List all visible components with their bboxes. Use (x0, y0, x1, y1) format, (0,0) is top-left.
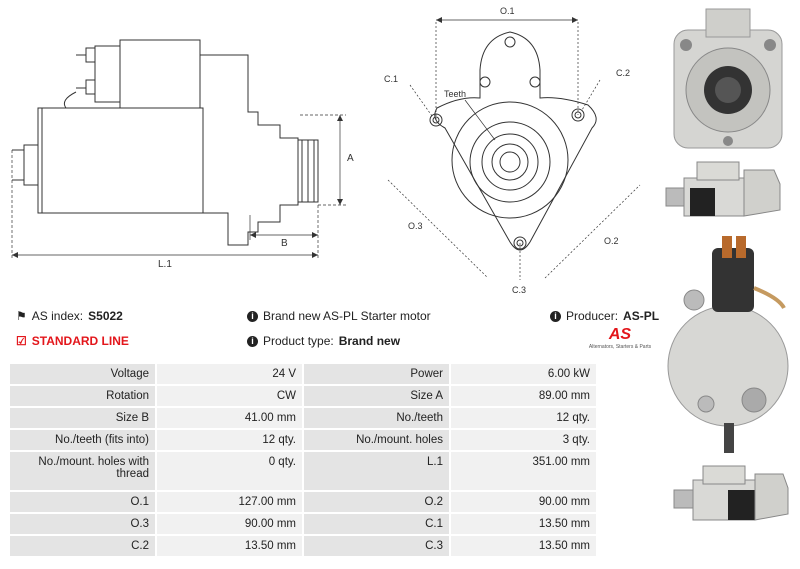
spec-table-body: Voltage 24 V Power 6.00 kW Rotation CW S… (10, 364, 596, 556)
spec-value: 89.00 mm (451, 386, 596, 406)
spec-value: 12 qty. (157, 430, 302, 450)
spec-key: L.1 (304, 452, 449, 490)
spec-key: C.1 (304, 514, 449, 534)
side-view-drawing: A B L.1 (11, 39, 354, 270)
product-type-value: Brand new (338, 334, 401, 348)
description: i Brand new AS-PL Starter motor (247, 309, 431, 323)
as-index: ⚑ AS index: S5022 (16, 309, 123, 323)
spec-key: Voltage (10, 364, 155, 384)
producer: i Producer: AS-PL (550, 309, 659, 323)
spec-value: CW (157, 386, 302, 406)
spec-value: 3 qty. (451, 430, 596, 450)
label-o2: O.2 (604, 236, 619, 246)
label-teeth: Teeth (444, 89, 466, 99)
spec-value: 13.50 mm (451, 514, 596, 534)
spec-value: 90.00 mm (451, 492, 596, 512)
product-photo-side-top (665, 161, 781, 217)
label-c2: C.2 (616, 68, 630, 78)
label-b: B (281, 238, 288, 249)
spec-table: Voltage 24 V Power 6.00 kW Rotation CW S… (8, 362, 598, 558)
spec-key: Power (304, 364, 449, 384)
producer-value: AS-PL (623, 309, 660, 323)
tag-icon: ⚑ (16, 309, 27, 323)
spec-key: No./teeth (304, 408, 449, 428)
as-index-label: AS index: (31, 309, 84, 323)
description-text: Brand new AS-PL Starter motor (263, 309, 431, 323)
as-index-value: S5022 (88, 309, 123, 323)
spec-value: 13.50 mm (157, 536, 302, 556)
front-view-drawing: O.1 C.1 C.2 Teeth O.3 O.2 C.3 (384, 6, 641, 295)
logo-tagline: Alternators, Starters & Parts (588, 344, 652, 350)
spec-key: Size A (304, 386, 449, 406)
spec-table-wrap: Voltage 24 V Power 6.00 kW Rotation CW S… (8, 362, 598, 558)
spec-key: Rotation (10, 386, 155, 406)
spec-key: O.1 (10, 492, 155, 512)
check-square-icon: ☑ (16, 334, 27, 348)
table-row: No./mount. holes with thread 0 qty. L.1 … (10, 452, 596, 490)
label-l1: L.1 (158, 259, 172, 270)
producer-label: Producer: (566, 309, 619, 323)
spec-value: 41.00 mm (157, 408, 302, 428)
spec-value: 24 V (157, 364, 302, 384)
table-row: No./teeth (fits into) 12 qty. No./mount.… (10, 430, 596, 450)
spec-value: 13.50 mm (451, 536, 596, 556)
label-o3: O.3 (408, 221, 423, 231)
spec-key: Size B (10, 408, 155, 428)
info-icon: i (247, 310, 258, 322)
producer-logo: AS Alternators, Starters & Parts (588, 326, 652, 350)
info-icon: i (550, 310, 561, 322)
spec-key: C.3 (304, 536, 449, 556)
spec-key: O.3 (10, 514, 155, 534)
table-row: Voltage 24 V Power 6.00 kW (10, 364, 596, 384)
spec-value: 90.00 mm (157, 514, 302, 534)
spec-value: 12 qty. (451, 408, 596, 428)
table-row: Rotation CW Size A 89.00 mm (10, 386, 596, 406)
label-c1: C.1 (384, 74, 398, 84)
logo-mark: AS (608, 326, 632, 343)
label-c3: C.3 (512, 285, 526, 295)
spec-value: 6.00 kW (451, 364, 596, 384)
spec-value: 127.00 mm (157, 492, 302, 512)
spec-key: O.2 (304, 492, 449, 512)
spec-key: No./teeth (fits into) (10, 430, 155, 450)
table-row: O.1 127.00 mm O.2 90.00 mm (10, 492, 596, 512)
standard-line: ☑ STANDARD LINE (16, 334, 129, 348)
spec-value: 351.00 mm (451, 452, 596, 490)
label-a: A (347, 153, 354, 164)
standard-line-text: STANDARD LINE (31, 334, 129, 348)
info-icon: i (247, 335, 258, 347)
spec-key: No./mount. holes (304, 430, 449, 450)
table-row: C.2 13.50 mm C.3 13.50 mm (10, 536, 596, 556)
label-o1: O.1 (500, 6, 515, 16)
spec-value: 0 qty. (157, 452, 302, 490)
spec-key: C.2 (10, 536, 155, 556)
product-type-label: Product type: (263, 334, 334, 348)
product-photo-rear (667, 236, 789, 453)
table-row: O.3 90.00 mm C.1 13.50 mm (10, 514, 596, 534)
product-photo-side-bottom (673, 465, 789, 521)
product-type: i Product type: Brand new (247, 334, 400, 348)
spec-key: No./mount. holes with thread (10, 452, 155, 490)
table-row: Size B 41.00 mm No./teeth 12 qty. (10, 408, 596, 428)
product-photo-front (673, 8, 783, 149)
